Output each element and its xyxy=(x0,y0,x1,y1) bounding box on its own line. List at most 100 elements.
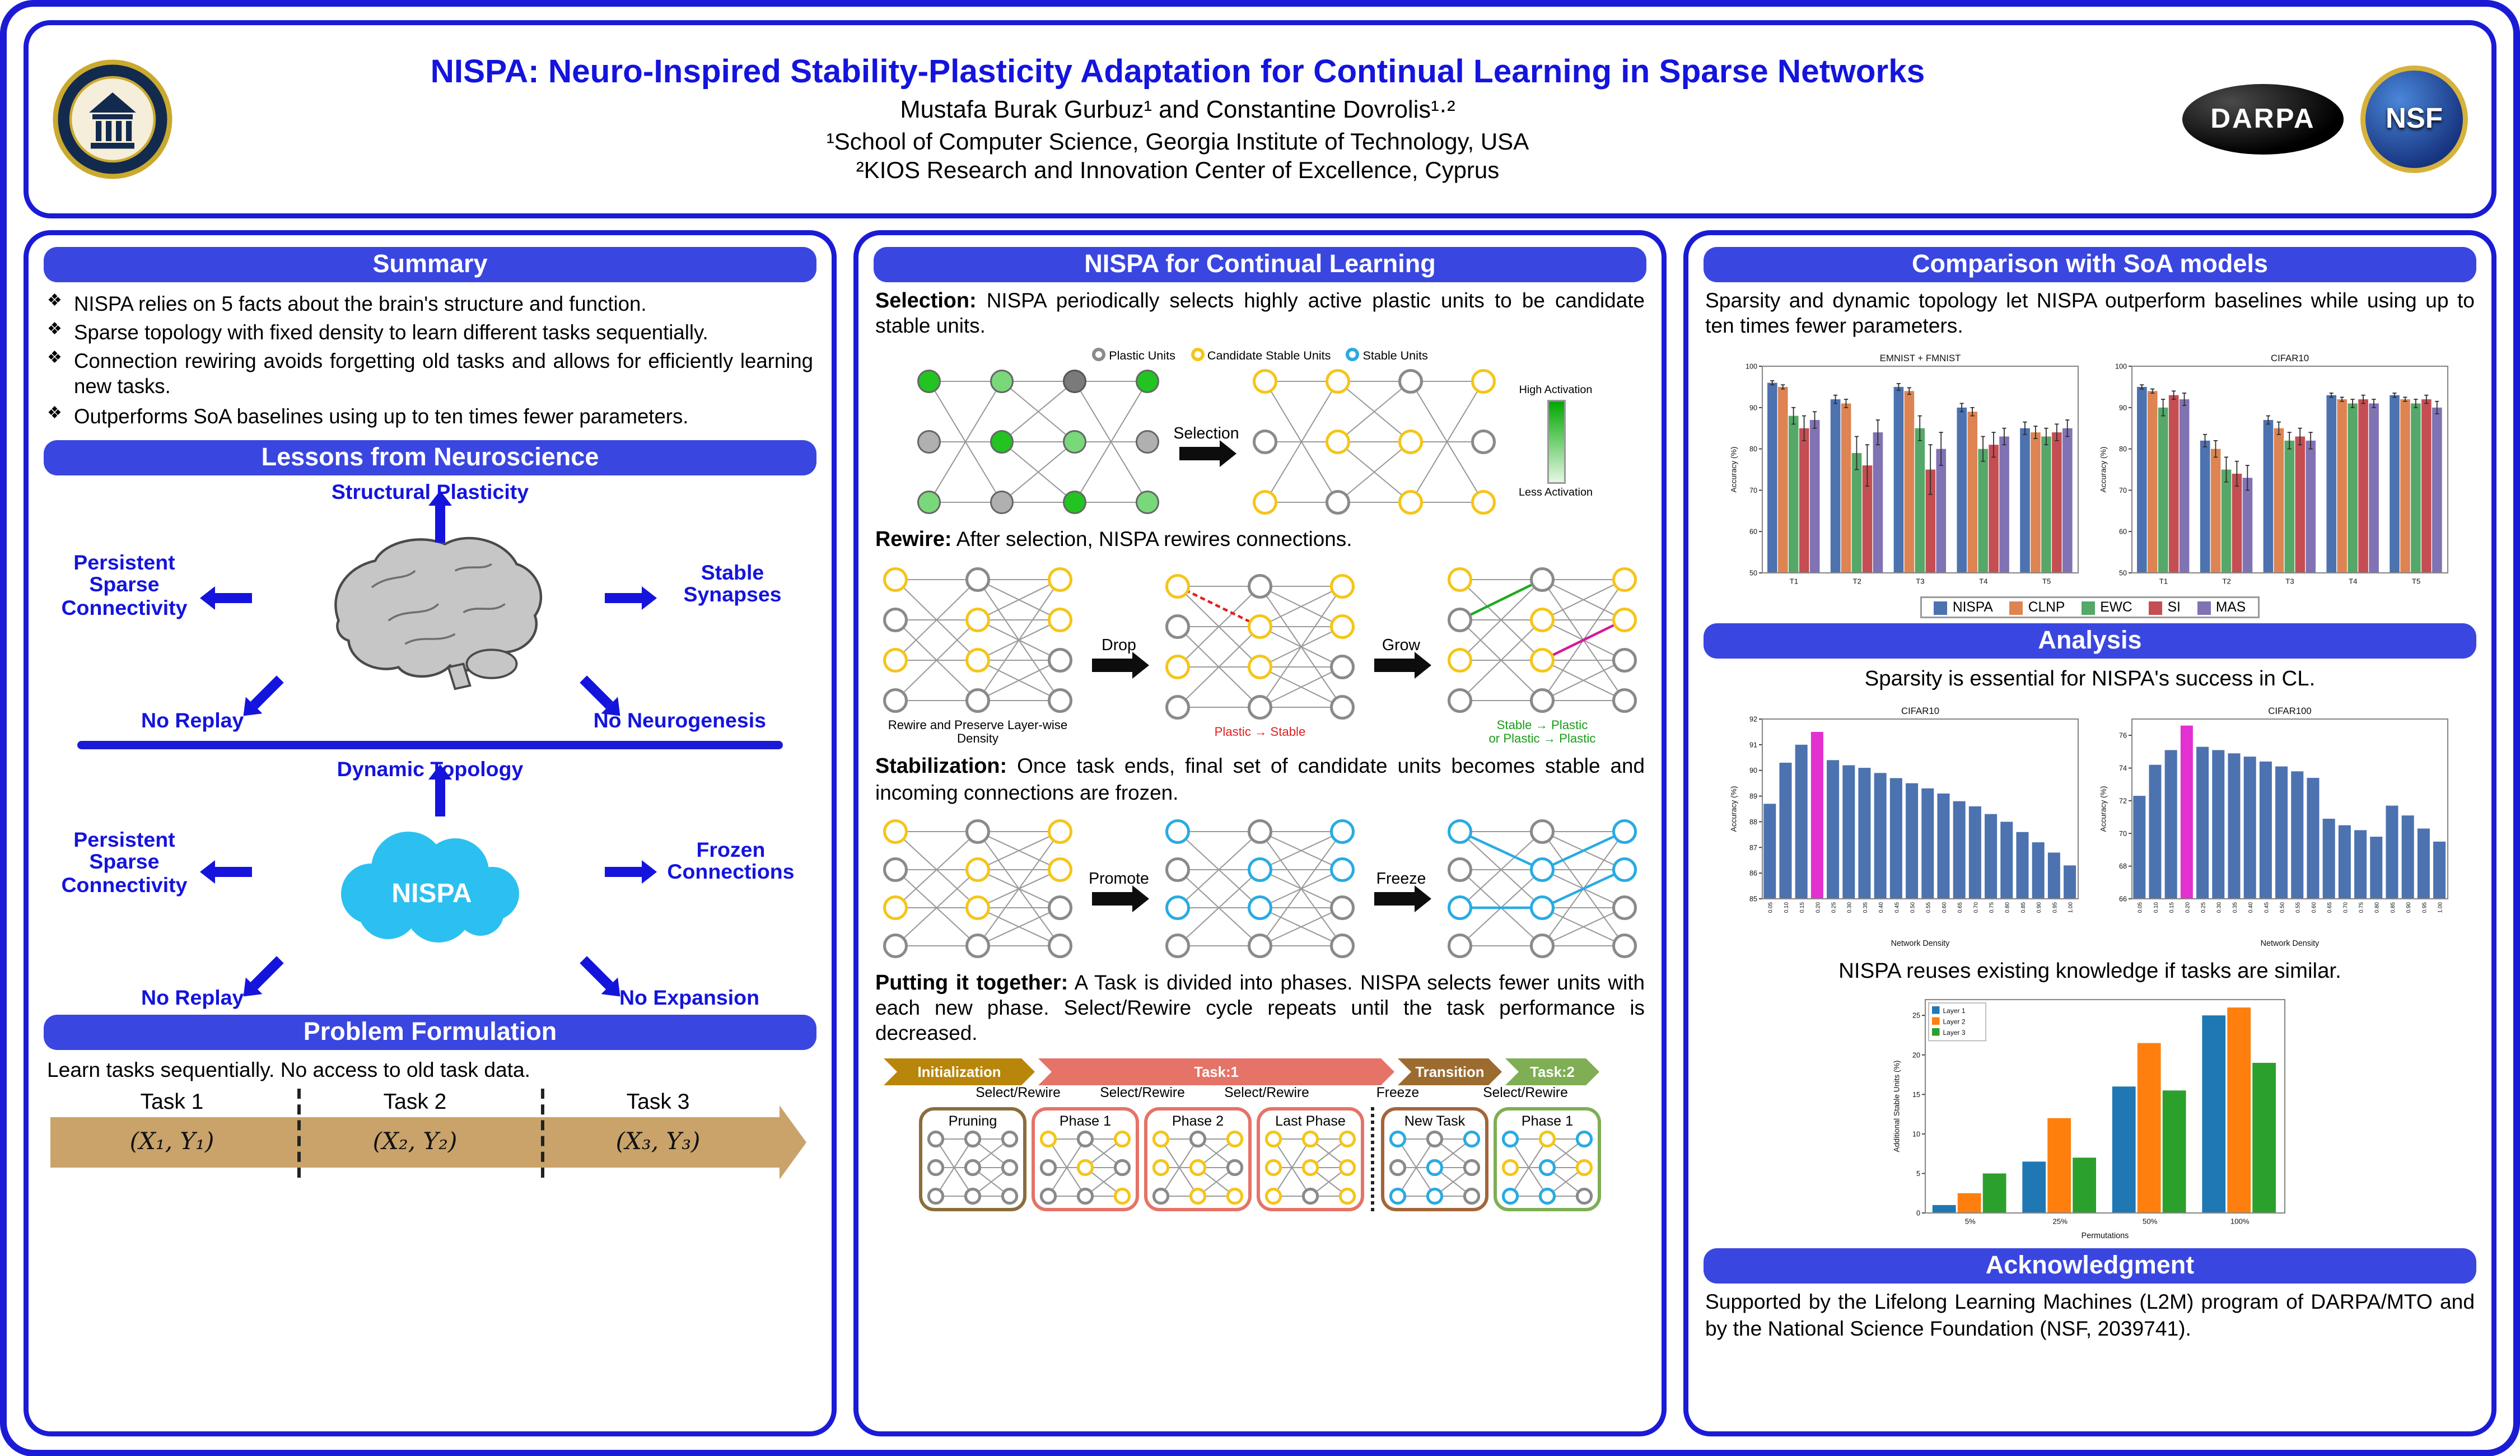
network-node xyxy=(1264,1130,1282,1148)
bar xyxy=(1925,470,1936,573)
network-node xyxy=(1447,688,1473,713)
network-node xyxy=(1538,1159,1556,1177)
stabilization-text: Stabilization: Once task ends, final set… xyxy=(875,754,1645,804)
svg-text:0.10: 0.10 xyxy=(2153,902,2159,913)
rewire-net-1: Rewire and Preserve Layer-wise Density xyxy=(879,562,1077,746)
brain-illustration xyxy=(334,536,543,690)
network-node xyxy=(1575,1130,1593,1148)
task-separator xyxy=(540,1088,544,1177)
darpa-logo-text: DARPA xyxy=(2210,103,2316,134)
network-node xyxy=(1247,694,1273,720)
svg-text:0.25: 0.25 xyxy=(1831,902,1837,913)
segment-transition: Transition xyxy=(1398,1058,1502,1085)
stabilization-title: Stabilization: xyxy=(875,754,1007,778)
summary-heading: Summary xyxy=(44,247,816,282)
network-node xyxy=(1062,491,1086,515)
network-node xyxy=(1039,1159,1057,1177)
bar xyxy=(2275,766,2288,899)
svg-text:0.35: 0.35 xyxy=(2232,902,2238,913)
svg-text:0.90: 0.90 xyxy=(2406,902,2412,913)
network-node xyxy=(1426,1130,1444,1148)
svg-text:T4: T4 xyxy=(2349,577,2357,586)
network-node xyxy=(1389,1130,1407,1148)
svg-text:0.45: 0.45 xyxy=(1894,902,1900,913)
problem-heading: Problem Formulation xyxy=(44,1014,816,1049)
svg-text:0.20: 0.20 xyxy=(2185,902,2191,913)
bar xyxy=(1915,428,1925,573)
bar xyxy=(2228,753,2241,899)
svg-text:0: 0 xyxy=(1916,1210,1920,1218)
svg-text:1.00: 1.00 xyxy=(2068,902,2074,913)
legend-candidate-units: Candidate Stable Units xyxy=(1190,348,1331,363)
bar xyxy=(2020,428,2030,573)
bar xyxy=(1967,412,1977,573)
network-node xyxy=(1152,1187,1170,1205)
network-node xyxy=(965,932,991,958)
svg-text:0.30: 0.30 xyxy=(1847,902,1853,913)
legend-item: MAS xyxy=(2197,600,2246,615)
svg-text:25%: 25% xyxy=(2053,1218,2068,1226)
darpa-logo: DARPA xyxy=(2182,84,2344,155)
bar xyxy=(2031,432,2041,573)
svg-text:5: 5 xyxy=(1916,1170,1920,1178)
network-node xyxy=(917,491,941,515)
analysis-text-2: NISPA reuses existing knowledge if tasks… xyxy=(1838,957,2341,983)
bar xyxy=(1921,788,1934,899)
activation-scale: High Activation Less Activation xyxy=(1504,385,1608,500)
network-node xyxy=(883,647,908,673)
georgia-tech-seal xyxy=(53,59,172,179)
network-node xyxy=(1529,567,1555,592)
task-labels: Task 1 Task 2 Task 3 xyxy=(50,1088,780,1117)
bar xyxy=(2064,865,2076,899)
bar xyxy=(2390,395,2400,573)
legend-item: EWC xyxy=(2082,600,2132,615)
svg-text:89: 89 xyxy=(1749,792,1757,800)
network-node xyxy=(1463,1130,1481,1148)
network-node xyxy=(1612,688,1637,713)
bar xyxy=(1777,387,1788,573)
svg-text:85: 85 xyxy=(1749,895,1757,903)
network-rewire-start xyxy=(883,567,1073,713)
network-node xyxy=(1047,647,1073,673)
bar xyxy=(2306,441,2316,573)
bar xyxy=(1873,432,1883,573)
bar xyxy=(1982,1174,2006,1214)
network-node xyxy=(1463,1187,1481,1205)
svg-text:T1: T1 xyxy=(2159,577,2168,586)
legend-swatch xyxy=(2149,601,2163,615)
network-node xyxy=(1039,1130,1057,1148)
svg-text:0.15: 0.15 xyxy=(1799,902,1805,913)
svg-text:0.55: 0.55 xyxy=(2295,902,2302,913)
brain-diagram: Structural Plasticity Persistent Sparse … xyxy=(44,480,816,734)
legend-label: NISPA xyxy=(1952,600,1993,615)
affiliation-1: ¹School of Computer Science, Georgia Ins… xyxy=(826,128,1529,155)
legend-label: MAS xyxy=(2215,600,2246,615)
network-node xyxy=(1447,894,1473,920)
bar xyxy=(2417,828,2430,899)
bar xyxy=(2274,428,2284,573)
affiliation-2: ²KIOS Research and Innovation Center of … xyxy=(856,156,1500,184)
svg-text:Network Density: Network Density xyxy=(2261,939,2320,948)
svg-text:90: 90 xyxy=(1749,767,1757,774)
arrow-left-icon xyxy=(215,866,252,876)
network-node xyxy=(1329,856,1355,881)
bar xyxy=(2202,1016,2226,1214)
bar xyxy=(2400,399,2410,573)
select-rewire-label: Select/Rewire xyxy=(976,1085,1061,1100)
unit-legend: Plastic Units Candidate Stable Units Sta… xyxy=(874,348,1646,363)
svg-text:0.75: 0.75 xyxy=(1989,902,1995,913)
bar xyxy=(1953,801,1966,899)
arrow-up-icon xyxy=(436,778,446,816)
svg-text:T3: T3 xyxy=(1916,577,1924,586)
svg-text:0.95: 0.95 xyxy=(2421,902,2428,913)
bar xyxy=(1932,1206,1956,1214)
svg-text:50: 50 xyxy=(1749,570,1757,577)
plastic-to-stable-caption: Plastic → Stable xyxy=(1214,724,1306,739)
network-node xyxy=(1252,430,1278,455)
bar xyxy=(2370,836,2383,899)
